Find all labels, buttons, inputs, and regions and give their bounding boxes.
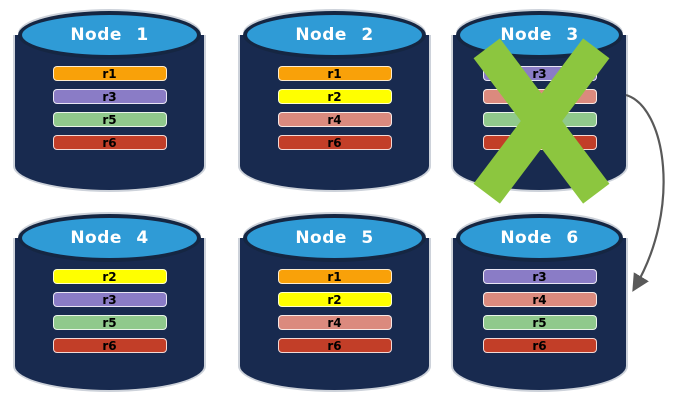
replica-list: r2 r3 r5 r6 (13, 269, 206, 353)
replica-bar: r1 (52, 66, 167, 81)
replica-label: r6 (102, 135, 117, 150)
replica-bar: r5 (482, 315, 597, 330)
replica-label: r5 (102, 315, 117, 330)
node-1: Node 1 r1 r3 r5 r6 (13, 11, 206, 192)
replica-bar: r6 (52, 135, 167, 150)
curved-arrow-icon (625, 93, 665, 292)
cylinder-top: Node 4 (18, 214, 201, 262)
replica-bar: r6 (277, 135, 392, 150)
replica-label: r6 (532, 338, 547, 353)
replica-list: r1 r3 r5 r6 (13, 66, 206, 150)
replica-label: r5 (102, 112, 117, 127)
replica-bar: r6 (52, 338, 167, 353)
replica-bar: r1 (277, 66, 392, 81)
replica-label: r4 (532, 292, 547, 307)
replica-bar: r4 (482, 292, 597, 307)
replica-bar: r4 (277, 112, 392, 127)
replica-label: r4 (327, 112, 342, 127)
replica-label: r3 (532, 269, 547, 284)
replica-bar: r4 (277, 315, 392, 330)
node-2: Node 2 r1 r2 r4 r6 (238, 11, 431, 192)
replica-bar: r6 (482, 338, 597, 353)
replica-label: r3 (532, 66, 547, 81)
replica-bar: r1 (277, 269, 392, 284)
x-icon (473, 38, 609, 204)
node-title: Node 6 (500, 228, 579, 248)
replica-list: r1 r2 r4 r6 (238, 66, 431, 150)
replica-bar: r3 (52, 89, 167, 104)
replica-bar: r2 (277, 292, 392, 307)
node-title: Node 2 (295, 25, 374, 45)
replica-label: r1 (327, 269, 342, 284)
replica-label: r4 (327, 315, 342, 330)
cylinder-top: Node 1 (18, 11, 201, 59)
arrow-path (625, 93, 665, 292)
node-title: Node 4 (70, 228, 149, 248)
cylinder-top: Node 6 (456, 214, 623, 262)
node-6: Node 6 r3 r4 r5 r6 (451, 214, 628, 392)
replica-list: r3 r4 r5 r6 (451, 269, 628, 353)
replica-label: r6 (102, 338, 117, 353)
node-5: Node 5 r1 r2 r4 r6 (238, 214, 431, 392)
replica-bar: r3 (482, 269, 597, 284)
node-title: Node 5 (295, 228, 374, 248)
cylinder-top: Node 5 (243, 214, 426, 262)
node-4: Node 4 r2 r3 r5 r6 (13, 214, 206, 392)
replica-label: r1 (102, 66, 117, 81)
cylinder-top: Node 2 (243, 11, 426, 59)
replica-bar: r5 (52, 315, 167, 330)
replica-label: r5 (532, 315, 547, 330)
replica-label: r3 (102, 292, 117, 307)
replica-label: r2 (327, 292, 342, 307)
replica-list: r1 r2 r4 r6 (238, 269, 431, 353)
replica-bar: r6 (277, 338, 392, 353)
replica-bar: r2 (52, 269, 167, 284)
replica-label: r6 (327, 338, 342, 353)
replica-bar: r2 (277, 89, 392, 104)
replica-label: r3 (102, 89, 117, 104)
replica-label: r2 (327, 89, 342, 104)
node-3: Node 3 r3 (451, 11, 628, 204)
replica-bar: r3 (52, 292, 167, 307)
node-title: Node 1 (70, 25, 149, 45)
replica-label: r2 (102, 269, 117, 284)
replica-label: r6 (327, 135, 342, 150)
node-title: Node 3 (500, 25, 579, 45)
replica-bar: r5 (52, 112, 167, 127)
replica-label: r1 (327, 66, 342, 81)
